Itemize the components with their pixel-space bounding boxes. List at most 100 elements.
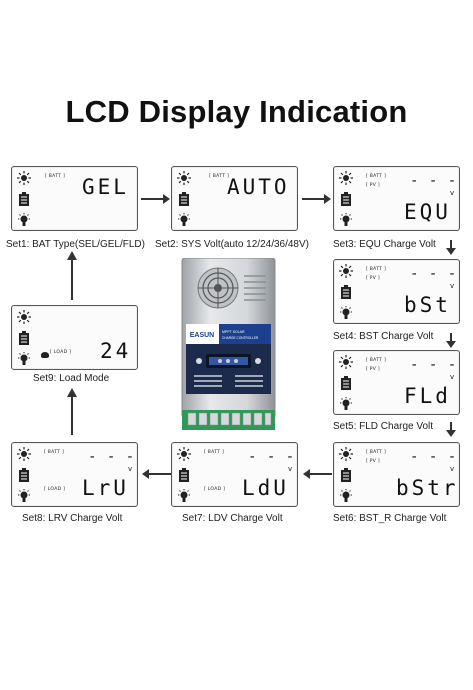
lcd-tag: [ PV ]: [366, 183, 380, 188]
caption-set4: Set4: BST Charge Volt: [333, 331, 434, 342]
sun-icon: [177, 171, 191, 185]
lcd-tag: [ PV ]: [366, 459, 380, 464]
caption-set9: Set9: Load Mode: [33, 373, 110, 384]
lcd-screen: [ LOAD ] 24: [11, 305, 138, 370]
lcd-status-icons: [17, 447, 31, 503]
arrow-set9-to-set1: [67, 251, 77, 300]
sun-icon: [17, 447, 31, 461]
charge-controller-image: EASUN MPPT SOLAR CHARGE CONTROLLER: [180, 257, 277, 434]
caption-set2: Set2: SYS Volt(auto 12/24/36/48V): [155, 239, 309, 250]
lcd-status-icons: [339, 264, 353, 320]
battery-icon: [19, 331, 29, 345]
lcd-top-reading: - - -: [410, 266, 458, 282]
lcd-status-icons: [17, 310, 31, 366]
battery-icon: [179, 192, 189, 206]
lcd-unit: v: [288, 465, 293, 473]
lcd-tag: [ BATT ]: [209, 174, 230, 179]
bulb-icon: [18, 489, 30, 502]
lcd-main-reading: EQU: [404, 200, 451, 224]
battery-icon: [341, 192, 351, 206]
lcd-panel-set4: [ BATT ] [ PV ] - - -v bSt: [333, 259, 460, 324]
lcd-main-reading: FLd: [404, 384, 451, 408]
lcd-tag: [ PV ]: [366, 276, 380, 281]
lcd-main-reading: AUTO: [227, 175, 290, 199]
sun-icon: [339, 171, 353, 185]
lcd-main-reading: LdU: [242, 476, 289, 500]
battery-icon: [341, 468, 351, 482]
svg-text:CHARGE CONTROLLER: CHARGE CONTROLLER: [222, 336, 259, 340]
arrow-set4-to-set5: [446, 333, 456, 348]
caption-set3: Set3: EQU Charge Volt: [333, 239, 436, 250]
arrow-set1-to-set2: [141, 194, 170, 204]
sun-icon: [339, 355, 353, 369]
arrow-set5-to-set6: [446, 422, 456, 437]
sun-icon: [339, 264, 353, 278]
arrow-set7-to-set8: [142, 469, 171, 479]
sun-icon: [17, 171, 31, 185]
lcd-tag: [ BATT ]: [366, 267, 387, 272]
lcd-screen: [ BATT ] [ PV ] - - -v bSt: [333, 259, 460, 324]
lcd-top-reading: - - -: [248, 449, 296, 465]
lcd-main-reading: LrU: [82, 476, 129, 500]
lcd-status-icons: [17, 171, 31, 227]
bulb-icon: [18, 352, 30, 365]
lcd-main-reading: bSt: [404, 293, 451, 317]
lcd-tag: [ BATT ]: [366, 358, 387, 363]
lcd-status-icons: [177, 171, 191, 227]
lcd-unit: v: [450, 189, 455, 197]
caption-set7: Set7: LDV Charge Volt: [182, 513, 283, 524]
lcd-main-reading: GEL: [82, 175, 129, 199]
lcd-tag: [ LOAD ]: [204, 487, 226, 492]
lcd-tag: [ BATT ]: [44, 450, 65, 455]
svg-text:MPPT SOLAR: MPPT SOLAR: [222, 330, 245, 334]
lcd-tag: [ BATT ]: [366, 450, 387, 455]
bulb-icon: [18, 213, 30, 226]
lcd-unit: v: [128, 465, 133, 473]
battery-icon: [179, 468, 189, 482]
arrow-set8-to-set9: [67, 388, 77, 435]
sun-icon: [17, 310, 31, 324]
battery-icon: [341, 285, 351, 299]
lcd-top-reading: - - -: [410, 449, 458, 465]
bulb-icon: [340, 306, 352, 319]
arrow-set6-to-set7: [303, 469, 332, 479]
lcd-screen: [ BATT ] GEL: [11, 166, 138, 231]
lcd-tag: [ LOAD ]: [44, 487, 66, 492]
lcd-tag: [ BATT ]: [204, 450, 225, 455]
lcd-status-icons: [177, 447, 191, 503]
bulb-icon: [178, 489, 190, 502]
battery-icon: [341, 376, 351, 390]
lcd-panel-set1: [ BATT ] GEL: [11, 166, 138, 231]
lcd-tag: [ LOAD ]: [50, 350, 72, 355]
arrow-set2-to-set3: [302, 194, 331, 204]
lcd-tag: [ BATT ]: [45, 174, 66, 179]
lcd-panel-set2: [ BATT ]AUTO: [171, 166, 298, 231]
caption-set5: Set5: FLD Charge Volt: [333, 421, 434, 432]
lcd-unit: v: [450, 282, 455, 290]
caption-set6: Set6: BST_R Charge Volt: [333, 513, 447, 524]
arrow-set3-to-set4: [446, 240, 456, 255]
lcd-unit: v: [450, 373, 455, 381]
lcd-status-icons: [339, 171, 353, 227]
sun-icon: [339, 447, 353, 461]
svg-text:EASUN: EASUN: [190, 332, 215, 339]
lcd-screen: [ BATT ]AUTO: [171, 166, 298, 231]
lcd-top-reading: - - -: [88, 449, 136, 465]
lcd-main-reading: 24: [100, 339, 132, 363]
lcd-top-reading: - - -: [410, 173, 458, 189]
lcd-main-reading: bStr: [396, 476, 459, 500]
bird-icon: [41, 352, 49, 358]
bulb-icon: [340, 489, 352, 502]
lcd-status-icons: [339, 447, 353, 503]
bulb-icon: [340, 397, 352, 410]
